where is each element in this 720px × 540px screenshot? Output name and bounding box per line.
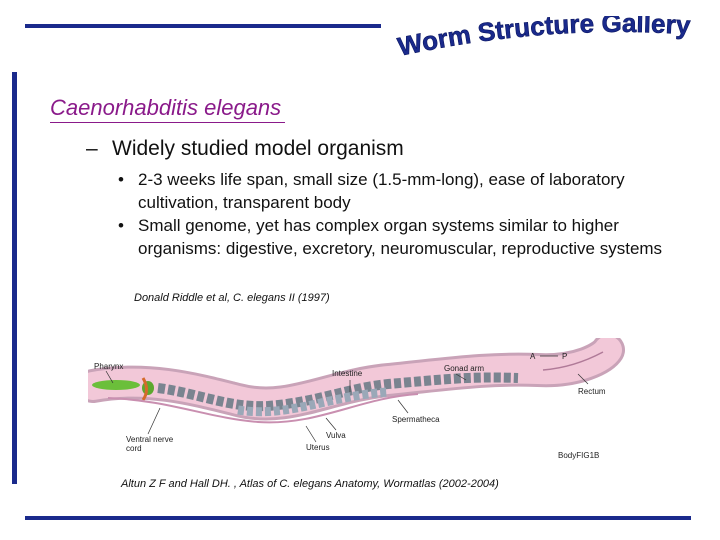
label-vulva: Vulva [326, 431, 346, 440]
citation-top: Donald Riddle et al, C. elegans II (1997… [134, 292, 330, 304]
subpoint: –Widely studied model organism [86, 136, 404, 162]
worm-anatomy-figure: Pharynx Intestine Gonad arm A P Rectum S… [76, 333, 628, 468]
bullet-item: • Small genome, yet has complex organ sys… [118, 214, 678, 260]
label-uterus: Uterus [306, 443, 330, 452]
slide-title-text: Worm Structure Gallery [395, 8, 692, 63]
label-p: P [562, 352, 567, 361]
bullet-text: Small genome, yet has complex organ syst… [138, 216, 663, 258]
citation-bottom: Altun Z F and Hall DH. , Atlas of C. ele… [121, 478, 499, 490]
label-cord: cord [126, 444, 142, 453]
bullet-item: • 2-3 weeks life span, small size (1.5-mm… [118, 168, 678, 214]
label-a: A [530, 352, 536, 361]
slide-title: Worm Structure Gallery [395, 8, 715, 66]
left-accent-bar [12, 72, 17, 484]
label-intestine: Intestine [332, 369, 363, 378]
label-pharynx: Pharynx [94, 362, 123, 371]
label-fig-id: BodyFIG1B [558, 451, 599, 460]
bullet-marker: • [118, 216, 124, 235]
bullet-text: 2-3 weeks life span, small size (1.5-mm-… [138, 170, 625, 212]
dash: – [86, 137, 98, 160]
bullet-list: • 2-3 weeks life span, small size (1.5-mm… [118, 168, 678, 260]
label-ventral-nerve: Ventral nerve [126, 435, 174, 444]
pharynx-shape [92, 380, 140, 390]
label-spermatheca: Spermatheca [392, 415, 440, 424]
bottom-accent-bar [25, 516, 691, 520]
heading: Caenorhabditis elegans [50, 94, 286, 123]
svg-text:Worm Structure Gallery: Worm Structure Gallery [395, 16, 692, 62]
subpoint-text: Widely studied model organism [112, 137, 404, 160]
label-gonad-arm: Gonad arm [444, 364, 484, 373]
top-accent-bar [25, 24, 381, 28]
label-rectum: Rectum [578, 387, 606, 396]
bullet-marker: • [118, 170, 124, 189]
